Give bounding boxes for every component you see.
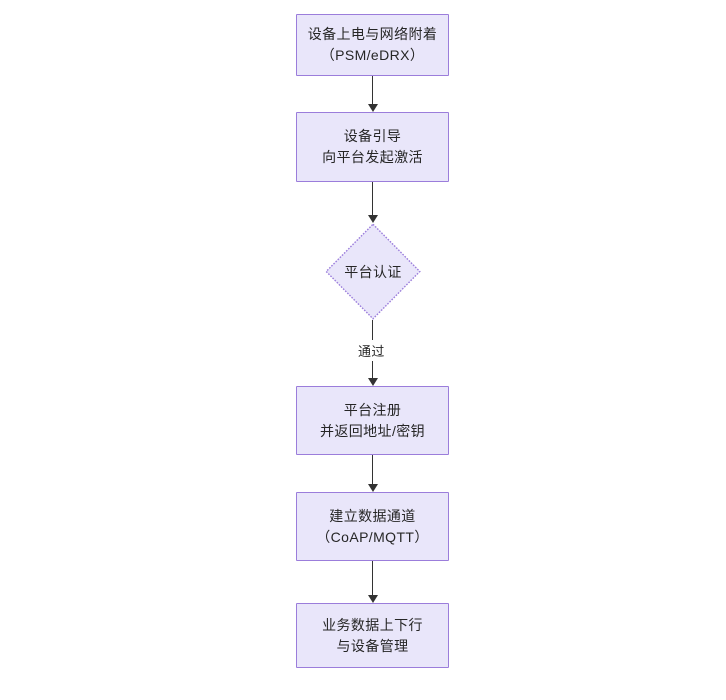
flow-node-data-channel[interactable]: 建立数据通道 （CoAP/MQTT）: [296, 492, 449, 561]
flow-edge-n3-n4-arrowhead: [367, 378, 378, 386]
flow-node-platform-register[interactable]: 平台注册 并返回地址/密钥: [296, 386, 449, 455]
flow-node-device-bootstrap-line1: 设备引导: [343, 128, 402, 144]
flow-node-platform-register-line2: 并返回地址/密钥: [319, 422, 426, 439]
flow-edge-n5-n6-line: [372, 561, 374, 597]
flow-edge-n3-n4-label: 通过: [356, 340, 387, 361]
flow-edge-n1-n2-line: [372, 76, 374, 106]
flow-node-device-power-on-line1: 设备上电与网络附着: [307, 26, 438, 42]
flow-node-platform-auth[interactable]: 平台认证: [325, 223, 421, 320]
flow-edge-n4-n5-arrowhead: [367, 484, 378, 492]
flow-node-platform-auth-label: 平台认证: [344, 263, 402, 280]
flow-edge-n5-n6: [367, 561, 378, 603]
flow-edge-n2-n3-line: [372, 182, 374, 217]
flow-node-device-bootstrap[interactable]: 设备引导 向平台发起激活: [296, 112, 449, 182]
flow-edge-n2-n3-arrowhead: [367, 215, 378, 223]
flow-node-data-channel-line2: （CoAP/MQTT）: [316, 528, 429, 545]
flow-edge-n1-n2: [367, 76, 378, 112]
flow-node-device-power-on-line2: （PSM/eDRX）: [320, 47, 425, 63]
flow-node-device-power-on[interactable]: 设备上电与网络附着 （PSM/eDRX）: [296, 14, 449, 76]
flow-node-business-data-line2: 与设备管理: [336, 637, 409, 654]
flow-edge-n3-n4: 通过: [356, 320, 387, 386]
flow-node-data-channel-line1: 建立数据通道: [329, 507, 416, 524]
flow-node-business-data[interactable]: 业务数据上下行 与设备管理: [296, 603, 449, 668]
flow-node-business-data-line1: 业务数据上下行: [322, 616, 423, 633]
flow-edge-n4-n5: [367, 455, 378, 492]
flow-edge-n5-n6-arrowhead: [367, 595, 378, 603]
flow-edge-n4-n5-line: [372, 455, 374, 486]
flow-edge-n2-n3: [367, 182, 378, 223]
flow-node-platform-register-line1: 平台注册: [343, 401, 402, 418]
flow-edge-n1-n2-arrowhead: [367, 104, 378, 112]
diamond-shape-icon: [325, 223, 421, 320]
flow-node-device-bootstrap-line2: 向平台发起激活: [322, 149, 423, 165]
